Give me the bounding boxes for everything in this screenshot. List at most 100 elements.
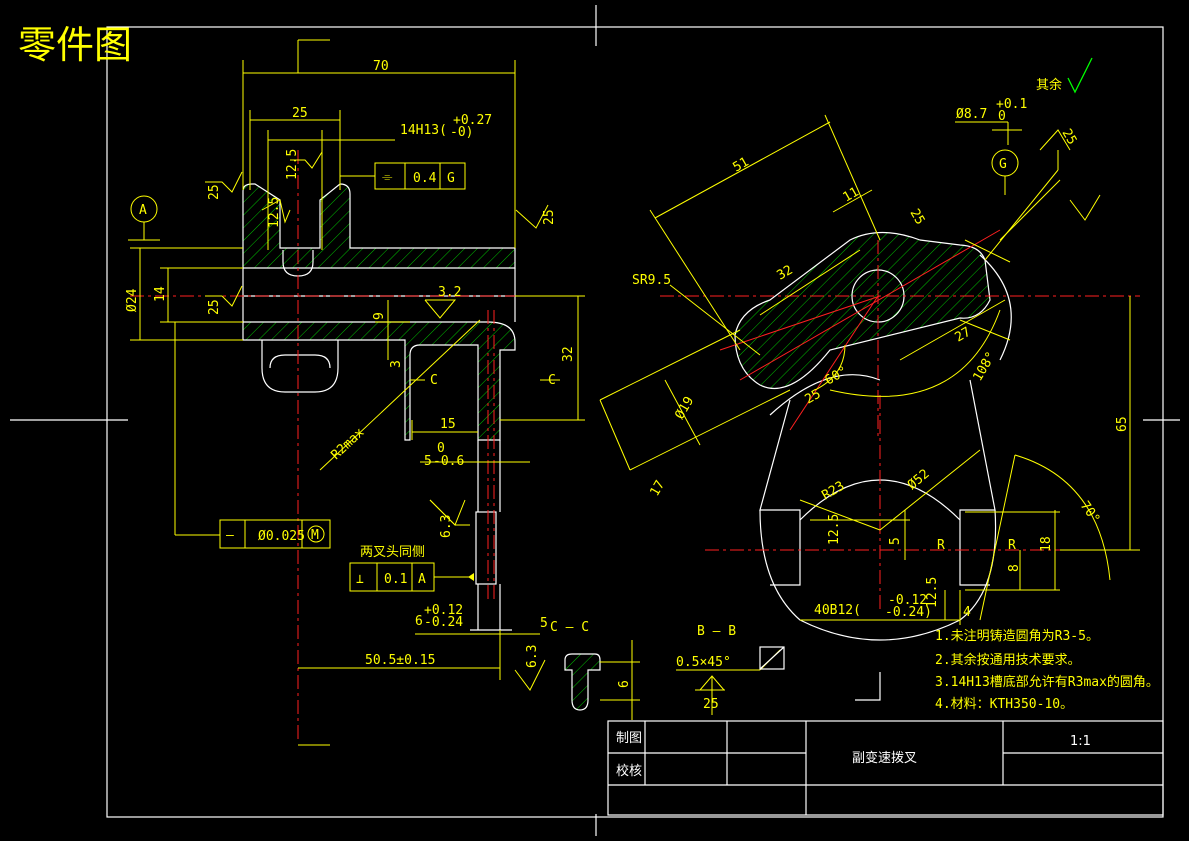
section-c-left: C [430,373,438,388]
dim-25: 25 [292,106,308,121]
note-4: 4.材料：KTH350-10。 [935,697,1073,712]
sym-tol-datum: G [447,171,455,186]
pos-tol-value: Ø0.025 [258,529,305,544]
title-zhitu: 制图 [616,731,642,746]
rough-25-left: 25 [207,184,222,200]
dim-17: 17 [647,478,668,499]
dim-r2max: R2max [328,425,367,463]
dim-70: 70 [373,59,389,74]
dim-phi8-7-dn: 0 [998,109,1006,124]
drawing-frame [10,5,1180,836]
dim-6-b: 6 [617,680,632,688]
technical-notes: 1.未注明铸造圆角为R3-5。 2.其余按通用技术要求。 3.14H13槽底部允… [935,628,1159,712]
dim-40b12-up: -0.12 [888,593,927,608]
section-bb-label: B — B [697,624,736,639]
page-title: 零件图 [18,23,132,67]
section-cc-view: 6 [564,640,640,720]
section-bb-view: B — B 0.5×45° 25 [676,624,881,715]
rough-12-5-a: 12.5 [285,149,300,180]
dim-14: 14 [153,286,168,302]
lower-fork-section [242,321,516,441]
title-part-name: 副变速拨叉 [852,750,917,766]
dim-6-tol-dn: -0.24 [424,615,463,630]
dim-14h13: 14H13( [400,123,447,138]
dim-sr9-5: SR9.5 [632,273,671,288]
side-view-labels: 51 11 Ø8.7 +0.1 0 G 25 25 SR9.5 32 27 10… [632,77,1130,620]
front-view [130,150,585,740]
dim-25-rot: 25 [803,387,824,408]
rough-3-2: 3.2 [438,285,461,300]
rough-25-mid: 25 [207,299,222,315]
pos-tol-icon: — [226,528,234,543]
dim-9: 9 [372,312,387,320]
perp-tol-value: 0.1 [384,572,407,587]
dim-phi8-7: Ø8.7 [956,107,987,122]
rough-25-g: 25 [1059,127,1080,148]
note-1: 1.未注明铸造圆角为R3-5。 [935,628,1099,644]
sym-icon: ⌯ [382,170,393,185]
dim-phi8-7-up: +0.1 [996,97,1027,112]
dim-14h13-tol-dn: -0) [450,125,473,140]
dim-18: 18 [1039,536,1054,552]
rough-25-top-r: 25 [907,207,928,228]
check-icon [1067,57,1093,94]
dim-5-tol-dn: -0.6 [433,454,464,469]
dim-phi52: Ø52 [905,466,933,493]
section-c-right: C [548,373,556,388]
pos-tol-mod: M [311,528,319,543]
datum-g: G [999,157,1007,172]
datum-a: A [139,203,147,218]
angle-70: 70° [1077,499,1103,527]
perp-tol-datum: A [418,572,426,587]
rough-12-5-c: 12.5 [827,514,842,545]
dim-32-rot: 32 [775,263,796,284]
dim-r-right: R [1008,538,1016,553]
front-view-dimensions [128,39,585,746]
perp-icon: ⊥ [356,572,364,587]
liangcha-label: 两叉头同侧 [360,545,425,560]
dim-phi24: Ø24 [125,288,140,312]
dim-40b12-dn: -0.24) [885,605,932,620]
dim-40b12: 40B12( [814,603,861,618]
dim-4: 4 [963,605,971,620]
rough-25-b: 25 [703,697,719,712]
dim-15: 15 [440,417,456,432]
dim-3: 3 [389,360,404,368]
rough-6-3-b: 6.3 [525,645,540,668]
side-view-dimensions [599,57,1140,625]
dim-5-main: 5 [424,454,432,469]
dim-65: 65 [1115,416,1130,432]
side-view [660,229,1140,641]
dim-14h13-tol-up: +0.27 [453,113,492,128]
title-block: 制图 校核 副变速拨叉 1:1 [607,720,1164,816]
angle-108: 108° [970,349,999,384]
chamfer-label: 0.5×45° [676,655,731,670]
rough-12-5-b: 12.5 [267,197,282,228]
fork-arm-section [734,231,991,389]
dim-5-small: 5 [540,616,548,631]
dim-32: 32 [561,346,576,362]
note-3: 3.14H13槽底部允许有R3max的圆角。 [935,674,1159,690]
angle-60: 60° [823,364,851,389]
dim-phi19: Ø19 [672,394,697,422]
title-scale: 1:1 [1070,734,1091,749]
front-view-labels: 70 25 14H13( +0.27 -0) ⌯ 0.4 G 12.5 12.5… [125,59,589,668]
dim-50-5: 50.5±0.15 [365,653,435,668]
qiyu-label: 其余 [1036,77,1062,93]
note-2: 2.其余按通用技术要求。 [935,652,1081,668]
rough-6-3-a: 6.3 [439,515,454,538]
rough-25-right: 25 [542,209,557,225]
section-cc-label: C — C [550,620,589,635]
dim-8: 8 [1007,564,1022,572]
dim-27: 27 [953,325,974,346]
dim-r-left: R [937,538,945,553]
dim-5-tol-up: 0 [437,441,445,456]
dim-6-tol-up: +0.12 [424,603,463,618]
rough-12-5-d: 12.5 [925,577,940,608]
upper-fork-section [242,183,516,269]
sym-tol-value: 0.4 [413,171,437,186]
dim-6: 6 [415,614,423,629]
title-jiaohe: 校核 [616,763,642,779]
dim-11: 11 [841,185,862,206]
